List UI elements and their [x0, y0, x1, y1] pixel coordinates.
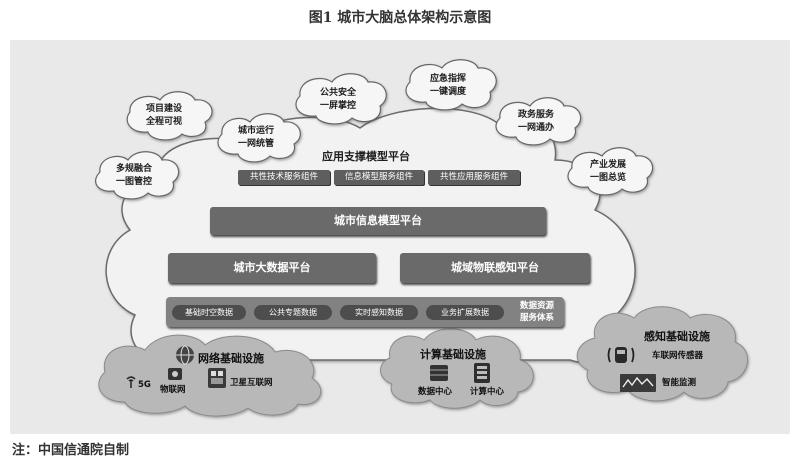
vehicle-sensor-icon	[607, 347, 635, 363]
compute-center-icon	[474, 363, 490, 383]
item-smart-monitor: 智能监测	[662, 378, 697, 388]
iot-icon	[168, 368, 182, 380]
cloud-industry	[567, 147, 654, 196]
cloud-line: 多规融合	[116, 164, 153, 174]
data-basic-spatiotemporal: 基础时空数据	[172, 305, 246, 320]
data-realtime-sensing: 实时感知数据	[340, 305, 418, 320]
app-support-title: 应用支撑模型平台	[322, 150, 410, 163]
resource-line: 数据资源	[519, 301, 554, 311]
item-compute-center: 计算中心	[470, 387, 505, 397]
compute-infra-title: 计算基础设施	[420, 348, 486, 361]
network-globe-icon	[176, 345, 194, 365]
smart-monitor-icon	[620, 374, 656, 392]
city-info-model-platform: 城市信息模型平台	[210, 207, 546, 235]
item-satellite: 卫星互联网	[230, 378, 273, 388]
satellite-icon	[208, 368, 226, 388]
cloud-label-gov-services: 政务服务 一网通办	[518, 109, 554, 135]
big-data-platform: 城市大数据平台	[168, 253, 376, 283]
cloud-line: 政务服务	[518, 110, 555, 120]
cloud-label-industry: 产业发展 一图总览	[590, 159, 626, 185]
cloud-emergency	[405, 59, 497, 111]
cloud-line: 一键调度	[430, 87, 467, 97]
cloud-label-emergency: 应急指挥 一键调度	[430, 73, 466, 99]
cloud-line: 一网通办	[518, 123, 555, 133]
cloud-line: 公共安全	[320, 88, 357, 98]
cloud-compute-infra	[380, 328, 534, 409]
antenna-icon	[126, 376, 136, 388]
component-tech: 共性技术服务组件	[238, 170, 330, 185]
cloud-line: 一屏掌控	[320, 101, 357, 111]
source-note: 注：中国信通院自制	[12, 443, 130, 458]
item-data-center: 数据中心	[418, 387, 453, 397]
cloud-line: 城市运行	[238, 126, 275, 136]
cloud-label-public-safety: 公共安全 一屏掌控	[320, 87, 356, 113]
cloud-label-multi-plan: 多规融合 一图管控	[116, 163, 152, 189]
data-business-extension: 业务扩展数据	[426, 305, 504, 320]
cloud-line: 全程可视	[146, 117, 183, 127]
component-info-model: 信息模型服务组件	[334, 170, 424, 185]
data-center-icon	[430, 365, 448, 381]
item-vehicle-sensor: 车联网传感器	[652, 351, 704, 361]
cloud-line: 一图管控	[116, 177, 153, 187]
cloud-project	[126, 91, 213, 141]
network-infra-title: 网络基础设施	[198, 352, 264, 365]
cloud-multi-plan	[95, 151, 180, 200]
item-5g: 5G	[138, 380, 151, 390]
resource-line: 服务体系	[519, 313, 554, 323]
cloud-line: 一图总览	[590, 173, 627, 183]
cloud-label-project: 项目建设 全程可视	[146, 103, 182, 129]
item-iot: 物联网	[160, 385, 186, 395]
cloud-line: 产业发展	[590, 160, 627, 170]
component-app: 共性应用服务组件	[428, 170, 520, 185]
sensing-infra-title: 感知基础设施	[644, 330, 710, 343]
cloud-line: 项目建设	[146, 104, 183, 114]
figure-title: 图1 城市大脑总体架构示意图	[308, 10, 492, 26]
cloud-city-ops	[217, 113, 301, 163]
cloud-label-city-ops: 城市运行 一网统管	[238, 125, 274, 151]
cloud-gov-services	[495, 97, 582, 146]
iot-sensing-platform: 城域物联感知平台	[400, 253, 590, 283]
data-resources-label: 数据资源 服务体系	[510, 300, 564, 324]
cloud-public-safety	[295, 73, 387, 125]
cloud-line: 一网统管	[238, 139, 275, 149]
cloud-sensing-infra	[576, 306, 749, 402]
data-public-topic: 公共专题数据	[254, 305, 332, 320]
cloud-line: 应急指挥	[430, 74, 467, 84]
